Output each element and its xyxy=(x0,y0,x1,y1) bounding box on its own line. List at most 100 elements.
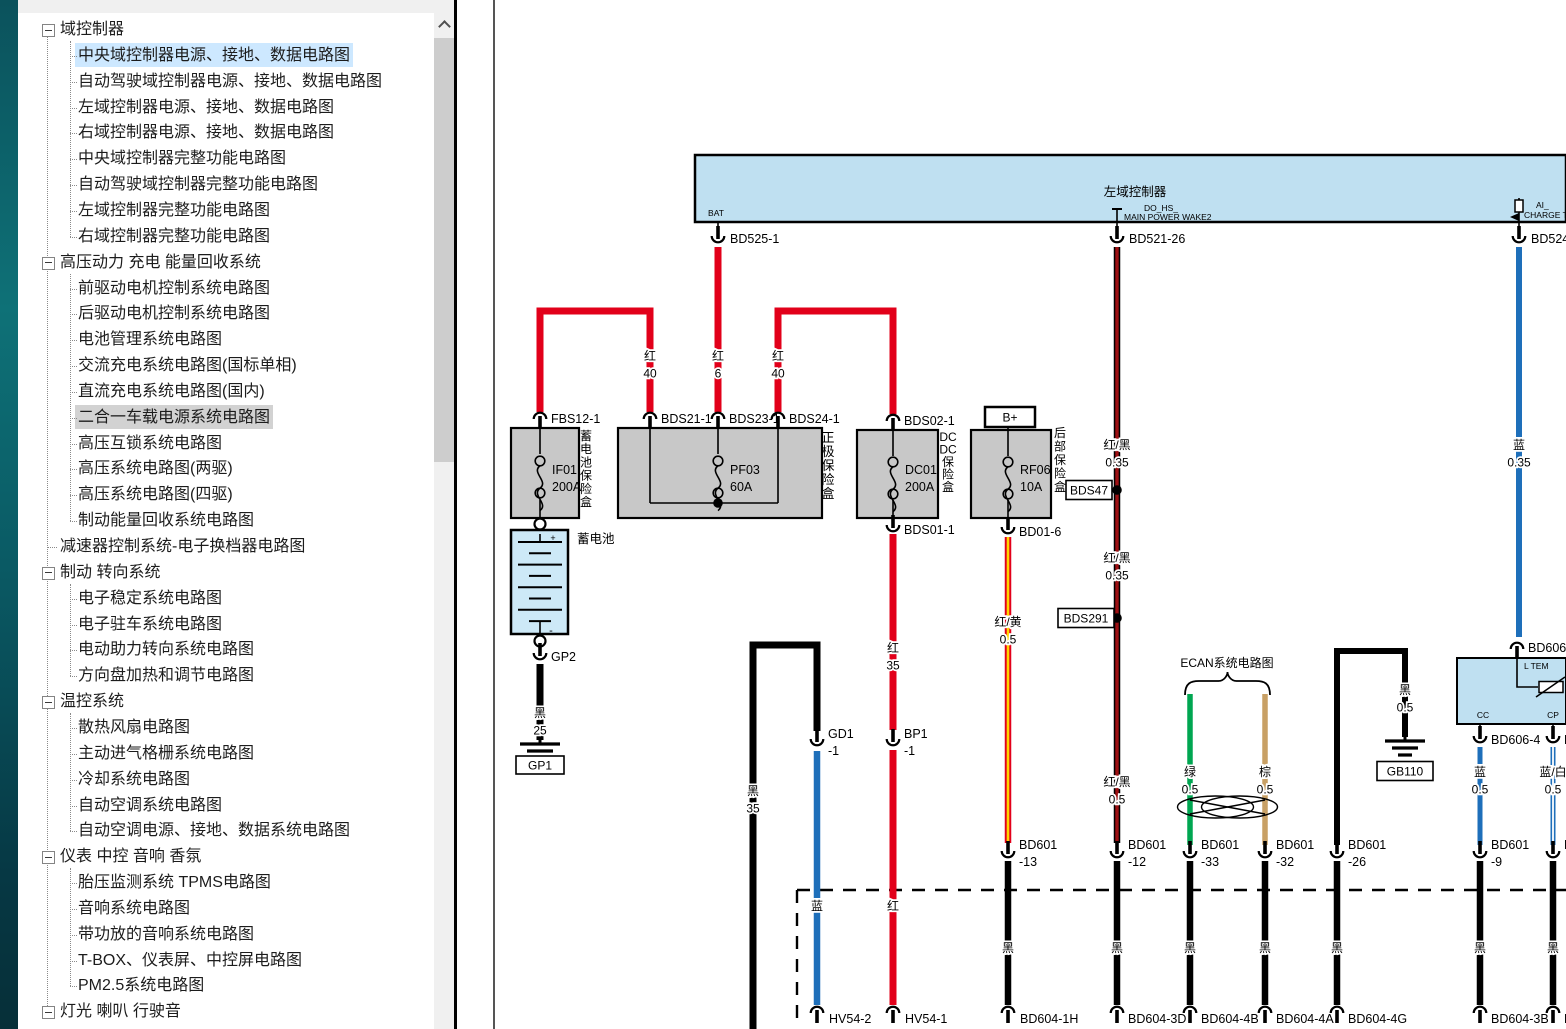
tree-item[interactable]: 主动进气格栅系统电路图 xyxy=(18,741,434,767)
tree-item[interactable]: 减速器控制系统-电子换档器电路图 xyxy=(18,534,434,560)
tree-item-label[interactable]: 带功放的音响系统电路图 xyxy=(78,925,255,943)
collapse-minus-icon[interactable] xyxy=(42,1006,55,1020)
tree-item-label[interactable]: 右域控制器完整功能电路图 xyxy=(78,227,271,245)
tree-item[interactable]: 高压系统电路图(两驱) xyxy=(18,456,434,482)
tree-item[interactable]: 散热风扇电路图 xyxy=(18,715,434,741)
tree-item-label[interactable]: 电子驻车系统电路图 xyxy=(78,615,223,633)
tree-item[interactable]: 直流充电系统电路图(国内) xyxy=(18,379,434,405)
tree-item-label[interactable]: 域控制器 xyxy=(60,21,125,38)
tree-item[interactable]: 电池管理系统电路图 xyxy=(18,327,434,353)
tree-guide-stub xyxy=(70,727,77,729)
tree-item-label[interactable]: 二合一车载电源系统电路图 xyxy=(75,404,274,429)
tree-item-label[interactable]: 高压动力 充电 能量回收系统 xyxy=(60,253,261,271)
tree-item-label[interactable]: 右域控制器电源、接地、数据电路图 xyxy=(78,124,335,142)
tree-item[interactable]: 灯光 喇叭 行驶音 xyxy=(18,999,434,1025)
collapse-minus-icon[interactable] xyxy=(42,851,55,865)
tree-item-label[interactable]: T-BOX、仪表屏、中控屏电路图 xyxy=(78,951,303,969)
tree-item-label[interactable]: 主动进气格栅系统电路图 xyxy=(78,744,255,762)
collapse-minus-icon[interactable] xyxy=(42,256,55,270)
tree-item[interactable]: 带功放的音响系统电路图 xyxy=(18,922,434,948)
tree-item-label[interactable]: 前驱动电机控制系统电路图 xyxy=(78,279,271,297)
tree-item-label[interactable]: 交流充电系统电路图(国标单相) xyxy=(78,357,297,375)
tree-item[interactable]: 后驱动电机控制系统电路图 xyxy=(18,301,434,327)
tree-item-label[interactable]: 高压系统电路图(四驱) xyxy=(78,486,233,504)
tree-item-label[interactable]: 后驱动电机控制系统电路图 xyxy=(78,305,271,323)
tree-item[interactable]: 温控系统 xyxy=(18,689,434,715)
tree-scrollbar[interactable] xyxy=(434,0,454,1029)
tree-item-label[interactable]: 直流充电系统电路图(国内) xyxy=(78,382,265,400)
tree-item[interactable]: 冷却系统电路图 xyxy=(18,767,434,793)
connector-B xyxy=(1545,850,1561,859)
tree-item[interactable]: 电子稳定系统电路图 xyxy=(18,586,434,612)
diagram-text: 红 xyxy=(712,348,724,363)
tree-item[interactable]: PM2.5系统电路图 xyxy=(18,973,434,999)
tree-item-label[interactable]: 电子稳定系统电路图 xyxy=(78,589,223,607)
tree-item[interactable]: 左域控制器电源、接地、数据电路图 xyxy=(18,95,434,121)
tree-item-label[interactable]: 散热风扇电路图 xyxy=(78,718,191,736)
diagram-text: + xyxy=(550,533,555,543)
tree-item[interactable]: 自动驾驶域控制器完整功能电路图 xyxy=(18,172,434,198)
tree-item-label[interactable]: 制动 转向系统 xyxy=(60,563,161,581)
tree-item-label[interactable]: 自动空调电源、接地、数据系统电路图 xyxy=(78,822,351,840)
collapse-minus-icon[interactable] xyxy=(42,696,55,710)
tree-item-label[interactable]: 中央域控制器完整功能电路图 xyxy=(78,150,287,168)
tree-item-label[interactable]: 自动空调系统电路图 xyxy=(78,796,223,814)
tree-item[interactable]: 左域控制器完整功能电路图 xyxy=(18,198,434,224)
tree-item-label[interactable]: 冷却系统电路图 xyxy=(78,770,191,788)
collapse-minus-icon[interactable] xyxy=(42,24,55,37)
tree-item[interactable]: 制动 转向系统 xyxy=(18,560,434,586)
tree-item[interactable]: 右域控制器完整功能电路图 xyxy=(18,224,434,250)
tree-item[interactable]: 中央域控制器电源、接地、数据电路图 xyxy=(18,42,434,69)
tree-item[interactable]: 胎压监测系统 TPMS电路图 xyxy=(18,870,434,896)
tree-item[interactable]: 仪表 中控 音响 香氛 xyxy=(18,844,434,870)
tree-item-label[interactable]: 仪表 中控 音响 香氛 xyxy=(60,848,202,866)
tree-item[interactable]: 电动助力转向系统电路图 xyxy=(18,637,434,663)
tree-item[interactable]: 自动驾驶域控制器电源、接地、数据电路图 xyxy=(18,69,434,95)
tree-item-label[interactable]: 左域控制器完整功能电路图 xyxy=(78,201,271,219)
tree-item[interactable]: 电子驻车系统电路图 xyxy=(18,612,434,638)
tree-item[interactable]: 域控制器 xyxy=(18,17,434,43)
twist-icon xyxy=(1176,795,1255,819)
panel-divider[interactable] xyxy=(493,0,495,1029)
tree-item[interactable]: 高压系统电路图(四驱) xyxy=(18,482,434,508)
tree-item-label[interactable]: 胎压监测系统 TPMS电路图 xyxy=(78,874,271,892)
diagram-text: DO_HS_ xyxy=(1144,203,1178,213)
vertical-label: 保 xyxy=(580,469,592,483)
tree-item-label[interactable]: 灯光 喇叭 行驶音 xyxy=(60,1003,181,1021)
tree-item-label[interactable]: 高压互锁系统电路图 xyxy=(78,434,223,452)
tree-item-label[interactable]: PM2.5系统电路图 xyxy=(78,977,205,995)
tree-item-label[interactable]: 温控系统 xyxy=(60,693,125,711)
tree-item[interactable]: 高压互锁系统电路图 xyxy=(18,431,434,457)
tree-item[interactable]: 右域控制器电源、接地、数据电路图 xyxy=(18,120,434,146)
tree-guide-line xyxy=(70,713,71,832)
tree-item[interactable]: 自动空调系统电路图 xyxy=(18,793,434,819)
tree-item-label[interactable]: 中央域控制器电源、接地、数据电路图 xyxy=(75,42,354,67)
tree-item[interactable]: 二合一车载电源系统电路图 xyxy=(18,404,434,431)
tree-item-label[interactable]: 自动驾驶域控制器电源、接地、数据电路图 xyxy=(78,72,383,90)
tree-item[interactable]: 前驱动电机控制系统电路图 xyxy=(18,276,434,302)
tree-item[interactable]: 音响系统电路图 xyxy=(18,896,434,922)
tree-item-label[interactable]: 方向盘加热和调节电路图 xyxy=(78,667,255,685)
connector-BD601-12 xyxy=(1109,850,1125,859)
tree-item[interactable]: 制动能量回收系统电路图 xyxy=(18,508,434,534)
tree-item-label[interactable]: 减速器控制系统-电子换档器电路图 xyxy=(60,538,306,555)
tree-item-label[interactable]: 电动助力转向系统电路图 xyxy=(78,641,255,659)
tree-item[interactable]: 高压动力 充电 能量回收系统 xyxy=(18,250,434,276)
scrollbar-thumb[interactable] xyxy=(434,38,454,462)
tree-item[interactable]: 自动空调电源、接地、数据系统电路图 xyxy=(18,818,434,844)
scrollbar-up-button[interactable] xyxy=(434,13,454,33)
tree-item[interactable]: T-BOX、仪表屏、中控屏电路图 xyxy=(18,948,434,974)
collapse-minus-icon[interactable] xyxy=(42,566,55,580)
tree-item-label[interactable]: 制动能量回收系统电路图 xyxy=(78,512,255,530)
tree-item[interactable]: 方向盘加热和调节电路图 xyxy=(18,663,434,689)
tree-item-label[interactable]: 电池管理系统电路图 xyxy=(78,331,223,349)
tree-item-label[interactable]: 音响系统电路图 xyxy=(78,899,191,917)
tree-item-label[interactable]: 左域控制器电源、接地、数据电路图 xyxy=(78,98,335,116)
tree-item-label[interactable]: 自动驾驶域控制器完整功能电路图 xyxy=(78,176,319,194)
connector-BD601-32 xyxy=(1257,850,1273,859)
tree-item[interactable]: 交流充电系统电路图(国标单相) xyxy=(18,353,434,379)
connector-BD601-32-label: -32 xyxy=(1276,855,1294,869)
diagram-text: 蓝/白 xyxy=(1539,764,1566,779)
tree-item[interactable]: 中央域控制器完整功能电路图 xyxy=(18,146,434,172)
tree-item-label[interactable]: 高压系统电路图(两驱) xyxy=(78,460,233,478)
